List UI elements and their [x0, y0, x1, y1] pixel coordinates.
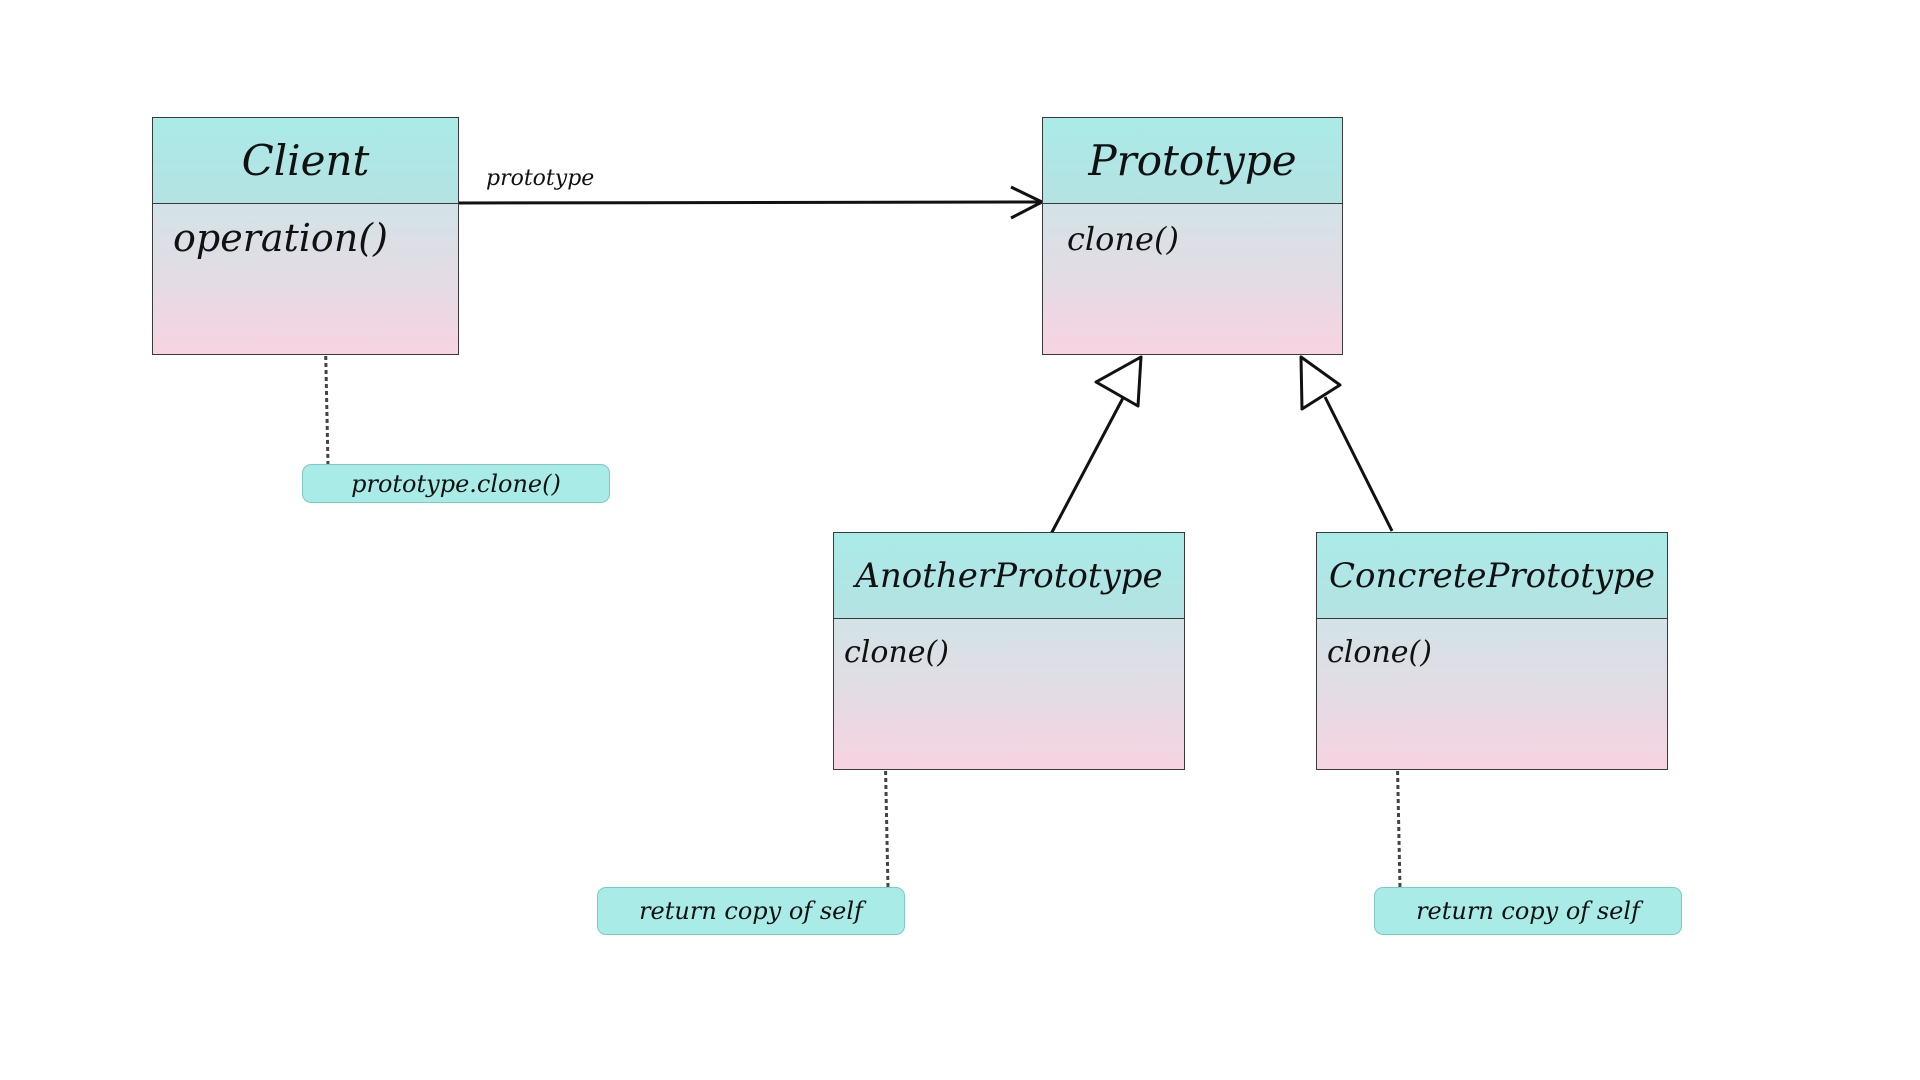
class-client[interactable]: Client operation(): [152, 117, 459, 355]
inheritance-line-another: [1049, 397, 1125, 535]
class-concrete-prototype[interactable]: ConcretePrototype clone(): [1316, 532, 1668, 770]
inheritance-line-concrete: [1323, 396, 1394, 532]
inheritance-arrowhead-concrete: [1299, 355, 1342, 411]
class-concrete-prototype-body: clone(): [1317, 619, 1667, 769]
inheritance-arrowhead-another: [1094, 355, 1143, 408]
class-another-prototype-name: AnotherPrototype: [834, 533, 1184, 619]
note-client[interactable]: prototype.clone(): [302, 464, 610, 503]
association-arrowhead: [1010, 185, 1044, 220]
class-client-body: operation(): [153, 204, 458, 354]
association-label: prototype: [486, 166, 595, 191]
class-prototype-name: Prototype: [1043, 118, 1342, 204]
client-operation-method: operation(): [173, 216, 388, 260]
class-another-prototype[interactable]: AnotherPrototype clone(): [833, 532, 1185, 770]
another-prototype-clone-method: clone(): [844, 635, 949, 670]
class-concrete-prototype-name: ConcretePrototype: [1317, 533, 1667, 619]
class-prototype[interactable]: Prototype clone(): [1042, 117, 1343, 355]
note-another-prototype[interactable]: return copy of self: [597, 887, 905, 935]
class-prototype-body: clone(): [1043, 204, 1342, 354]
class-client-name: Client: [153, 118, 458, 204]
class-another-prototype-body: clone(): [834, 619, 1184, 769]
concrete-prototype-clone-method: clone(): [1327, 635, 1432, 670]
association-line: [457, 200, 1041, 205]
note-concrete-prototype[interactable]: return copy of self: [1374, 887, 1682, 935]
prototype-clone-method: clone(): [1067, 220, 1179, 258]
